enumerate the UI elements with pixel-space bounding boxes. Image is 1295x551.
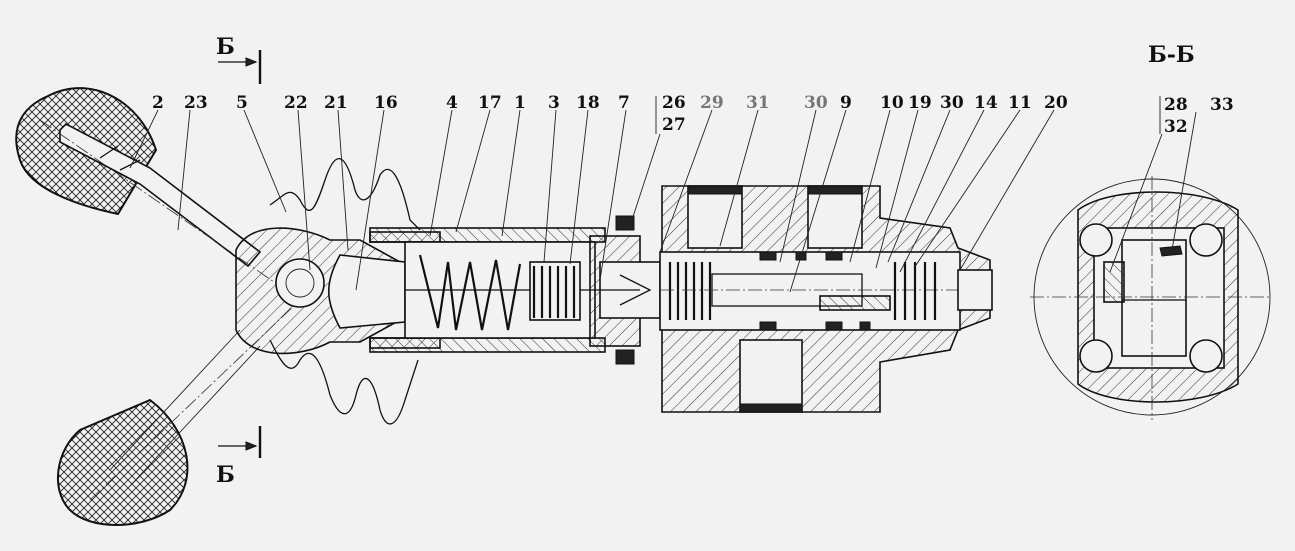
callout-23: 23: [184, 93, 208, 113]
valve-body: [659, 185, 993, 413]
bolt-top-right: [1189, 223, 1223, 257]
cut-label-top: Б: [216, 34, 235, 60]
callout-5: 5: [236, 93, 248, 113]
rubber-boot: [269, 158, 421, 425]
section-view: [1030, 176, 1271, 420]
lever-lower: [56, 299, 301, 526]
cylinder: [369, 227, 606, 353]
callout-30b: 30: [940, 93, 964, 113]
section-cut-marker-top: Б: [216, 34, 262, 84]
callout-31: 31: [746, 93, 770, 113]
callout-21: 21: [324, 93, 348, 113]
callout-4: 4: [446, 93, 458, 113]
bolt-bottom-right: [1189, 339, 1223, 373]
callout-22: 22: [284, 93, 308, 113]
callout-33: 33: [1210, 95, 1234, 115]
section-view-title: Б-Б: [1148, 42, 1195, 68]
lever-knob-lower: [56, 398, 189, 526]
callout-14: 14: [974, 93, 998, 113]
callout-labels: 2 23 5 22 21 16 4 17 1 3 18 7 26 27 29 3…: [152, 93, 1234, 137]
callout-19: 19: [908, 93, 932, 113]
callout-16: 16: [374, 93, 398, 113]
port-right-top: [807, 185, 863, 249]
callout-27: 27: [662, 115, 686, 135]
port-bottom: [739, 339, 803, 413]
connector-nut: [589, 215, 661, 365]
port-left-top: [687, 185, 743, 249]
callout-2: 2: [152, 93, 164, 113]
callout-17: 17: [478, 93, 502, 113]
callout-28: 28: [1164, 95, 1188, 115]
bolt-bottom-left: [1079, 339, 1113, 373]
callout-30a: 30: [804, 93, 828, 113]
valve-spring: [893, 262, 937, 320]
bolt-top-left: [1079, 223, 1113, 257]
main-spring: [418, 254, 522, 331]
section-cut-marker-bottom: Б: [216, 426, 262, 488]
callout-20: 20: [1044, 93, 1068, 113]
pivot-head: [235, 227, 406, 355]
small-spring: [529, 261, 581, 321]
callout-1: 1: [514, 93, 526, 113]
callout-11: 11: [1008, 93, 1032, 113]
leader-lines: [129, 96, 1197, 293]
callout-26: 26: [662, 93, 686, 113]
callout-9: 9: [840, 93, 852, 113]
lever-upper: [15, 87, 301, 301]
piston-rings: [668, 262, 712, 320]
cut-label-bottom: Б: [216, 462, 235, 488]
callout-10: 10: [880, 93, 904, 113]
callout-29: 29: [700, 93, 724, 113]
callout-18: 18: [576, 93, 600, 113]
callout-7: 7: [618, 93, 630, 113]
callout-32: 32: [1164, 117, 1188, 137]
callout-3: 3: [548, 93, 560, 113]
